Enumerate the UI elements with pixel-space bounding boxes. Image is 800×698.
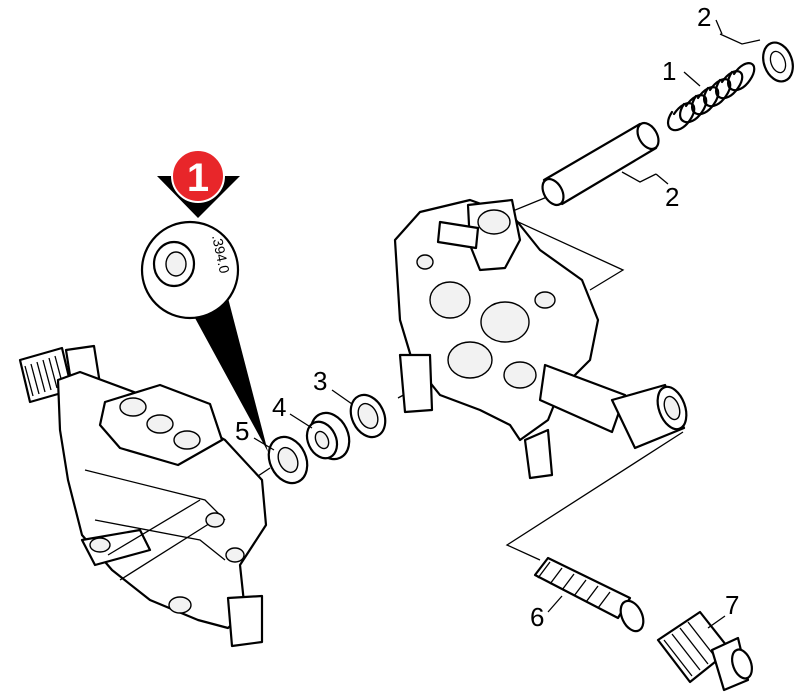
seal-marking: .394.0 (209, 233, 233, 275)
detail-inset: .394.0 1 (140, 149, 268, 452)
callout-2-middle: 2 (665, 182, 679, 212)
badge-number: 1 (187, 156, 209, 200)
seal-4 (305, 411, 351, 461)
callout-7: 7 (725, 590, 739, 620)
callout-1: 1 (662, 56, 676, 86)
spring (666, 62, 756, 132)
callout-4: 4 (272, 392, 286, 422)
pump-head (393, 198, 627, 480)
circlip (719, 33, 794, 83)
badge-circle (171, 149, 225, 203)
seal-3 (349, 393, 387, 439)
filter (533, 556, 645, 633)
callout-6: 6 (530, 602, 544, 632)
seal-5 (267, 435, 309, 485)
connector (656, 610, 753, 692)
piston (541, 121, 660, 207)
coupling-nut (610, 383, 688, 450)
callout-5: 5 (235, 416, 249, 446)
callout-labels: 1 2 2 3 4 5 6 7 (235, 2, 739, 632)
callout-3: 3 (313, 366, 327, 396)
callout-2-top: 2 (697, 2, 711, 32)
valve-housing (18, 344, 268, 648)
